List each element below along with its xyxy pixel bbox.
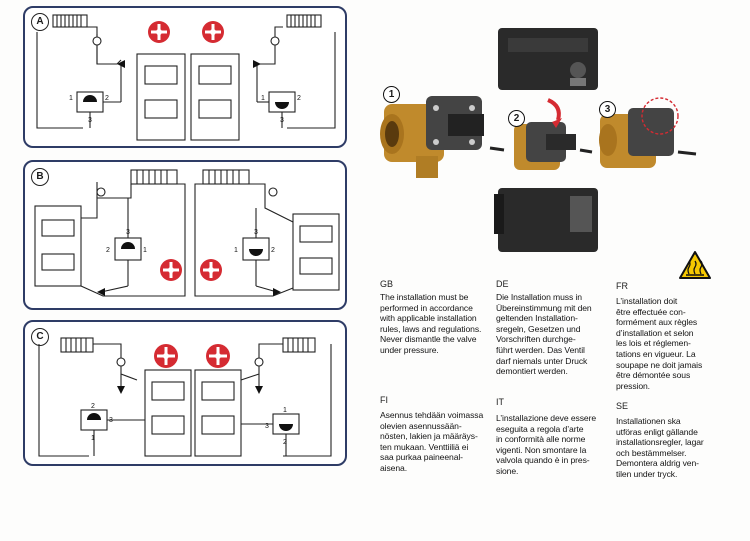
port-label: 1: [69, 95, 73, 102]
port-label: 3: [109, 417, 113, 424]
circulation-pump-icon: [154, 344, 178, 368]
port-label: 3: [88, 117, 92, 124]
step-number-2: 2: [508, 110, 525, 127]
port-label: 2: [283, 439, 287, 446]
port-label: 1: [234, 247, 238, 254]
actuator-bottom-image: [494, 188, 598, 252]
diagram-panel-b: B: [23, 160, 347, 310]
language-code-gb: GB: [380, 279, 394, 289]
actuator-mounting-illustration: [380, 28, 697, 252]
instruction-text-fr: L’installation doit être effectuée con- …: [616, 296, 703, 391]
port-label: 1: [283, 407, 287, 414]
port-label: 3: [265, 423, 269, 430]
heating-circuit-diagram-a: 1 2 3 1 2 3: [36, 14, 336, 141]
port-label: 1: [143, 247, 147, 254]
port-label: 3: [280, 117, 284, 124]
instruction-text-de: Die Installation muss in Übereinstimmung…: [496, 292, 592, 377]
instruction-text-it: L’installazione deve essere eseguita a r…: [496, 413, 597, 476]
language-code-fi: FI: [380, 395, 388, 405]
hot-surface-warning-icon: [679, 251, 711, 279]
instruction-text-fi: Asennus tehdään voimassa olevien asennus…: [380, 410, 484, 473]
circulation-pump-icon: [200, 259, 222, 281]
port-label: 2: [91, 403, 95, 410]
language-code-de: DE: [496, 279, 509, 289]
valve-step-3-image: [599, 97, 697, 168]
heating-circuit-diagram-c: 2 3 1 3 1 2: [38, 337, 332, 457]
circulation-pump-icon: [206, 344, 230, 368]
diagram-panel-c: C: [23, 320, 347, 466]
language-code-fr: FR: [616, 281, 628, 291]
language-code-se: SE: [616, 401, 629, 411]
valve-step-1-image: [380, 96, 505, 178]
step-number-1: 1: [383, 86, 400, 103]
language-code-it: IT: [496, 397, 504, 407]
heating-circuit-diagram-b: 2 1 3 1 2 3: [34, 169, 340, 297]
port-label: 2: [106, 247, 110, 254]
diagram-panel-a: A: [23, 6, 347, 148]
circulation-pump-icon: [160, 259, 182, 281]
port-label: 1: [261, 95, 265, 102]
port-label: 1: [91, 435, 95, 442]
port-label: 2: [105, 95, 109, 102]
instruction-text-gb: The installation must be performed in ac…: [380, 292, 482, 355]
panel-letter-c: C: [31, 328, 49, 346]
valve-step-2-image: [514, 98, 593, 170]
port-label: 3: [126, 229, 130, 236]
port-label: 2: [297, 95, 301, 102]
panel-letter-a: A: [31, 13, 49, 31]
circulation-pump-icon: [148, 21, 170, 43]
circulation-pump-icon: [202, 21, 224, 43]
port-label: 3: [254, 229, 258, 236]
actuator-top-image: [498, 28, 598, 90]
instruction-text-se: Installationen ska utföras enligt gällan…: [616, 416, 704, 479]
step-number-3: 3: [599, 101, 616, 118]
port-label: 2: [271, 247, 275, 254]
panel-letter-b: B: [31, 168, 49, 186]
